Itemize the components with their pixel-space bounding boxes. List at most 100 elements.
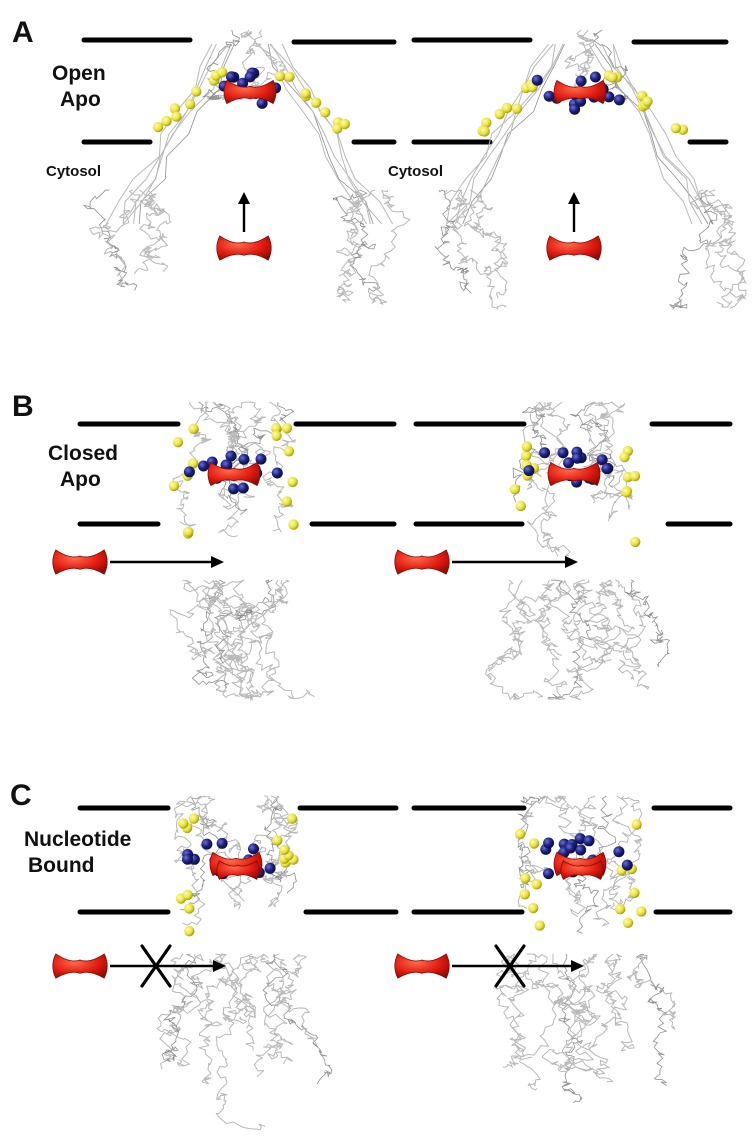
yellow-atom <box>271 430 282 441</box>
backbone-trace <box>591 401 633 522</box>
panel-letter: B <box>12 390 34 423</box>
backbone-trace <box>519 953 564 1091</box>
yellow-atom <box>534 920 545 931</box>
backbone-trace <box>446 43 564 225</box>
backbone-trace <box>598 401 633 510</box>
backbone-trace <box>248 579 315 700</box>
backbone-trace <box>524 953 599 1077</box>
yellow-atom <box>619 451 630 463</box>
backbone-trace <box>122 43 217 225</box>
yellow-atom <box>630 536 641 548</box>
yellow-atom <box>511 103 523 114</box>
backbone-trace <box>133 189 162 275</box>
yellow-atom <box>515 500 526 512</box>
blue-atom <box>589 71 601 83</box>
backbone-trace <box>446 43 550 225</box>
backbone-trace <box>434 189 472 294</box>
backbone-trace <box>368 189 411 305</box>
red-ligand-blob <box>52 953 108 979</box>
state-label-line2: Bound <box>28 854 94 877</box>
backbone-trace <box>694 189 746 302</box>
backbone-trace <box>549 579 594 701</box>
yellow-atom <box>631 819 642 830</box>
blue-atom <box>613 846 625 858</box>
red-ligand-blob <box>207 461 261 487</box>
state-label-line1: Closed <box>48 442 118 465</box>
backbone-trace <box>276 953 318 1046</box>
red-ligand-blob <box>52 549 108 575</box>
yellow-atom <box>191 86 202 97</box>
blue-atom <box>569 103 581 115</box>
blue-atom <box>216 837 228 849</box>
blue-atom <box>563 457 574 469</box>
backbone-trace <box>227 401 267 482</box>
blue-atom <box>226 71 237 83</box>
backbone-trace <box>558 953 584 1104</box>
blue-atom <box>228 483 240 495</box>
backbone-trace <box>197 953 243 1021</box>
yellow-atom <box>281 423 293 434</box>
yellow-atom <box>670 123 681 134</box>
yellow-atom <box>287 476 298 488</box>
state-label-line1: Open <box>52 62 106 85</box>
backbone-trace <box>625 579 670 667</box>
backbone-trace <box>250 579 288 698</box>
yellow-atom <box>320 107 331 118</box>
backbone-trace <box>205 579 253 698</box>
blue-atom <box>543 868 554 880</box>
blue-atom <box>565 842 576 854</box>
backbone-trace <box>559 953 598 1071</box>
blue-atom <box>601 463 613 475</box>
backbone-trace <box>527 401 571 558</box>
backbone-trace <box>213 579 245 693</box>
backbone-trace <box>232 579 284 699</box>
backbone-trace <box>669 189 718 310</box>
blue-atom <box>574 833 586 845</box>
backbone-trace <box>612 43 714 225</box>
yellow-atom <box>494 108 505 120</box>
backbone-trace <box>604 795 643 913</box>
yellow-atom <box>339 118 350 130</box>
yellow-atom <box>184 926 195 937</box>
yellow-atom <box>283 446 295 457</box>
backbone-trace <box>560 953 601 1026</box>
yellow-atom <box>636 906 647 917</box>
red-ligand-blob <box>216 860 260 880</box>
yellow-atom <box>172 437 184 448</box>
backbone-trace <box>626 953 677 1030</box>
backbone-trace <box>582 953 622 1083</box>
yellow-atom <box>521 441 532 452</box>
backbone-trace <box>281 43 394 225</box>
yellow-atom <box>531 879 542 890</box>
yellow-atom <box>514 828 526 840</box>
backbone-trace <box>191 579 229 689</box>
backbone-trace <box>593 29 629 102</box>
blue-atom <box>201 838 213 850</box>
blue-atom <box>237 77 249 89</box>
backbone-trace <box>601 43 703 225</box>
yellow-atom <box>188 423 199 434</box>
backbone-trace <box>139 189 172 273</box>
blue-atom <box>543 837 555 849</box>
red-ligand-blob <box>547 461 601 487</box>
yellow-atom <box>481 117 492 128</box>
yellow-atom <box>521 450 532 461</box>
yellow-atom <box>184 98 196 110</box>
yellow-atom <box>184 903 195 914</box>
backbone-trace <box>222 953 265 1025</box>
backbone-trace <box>705 189 747 309</box>
backbone-trace <box>469 189 509 299</box>
backbone-trace <box>159 953 194 1070</box>
yellow-atom <box>188 458 199 469</box>
backbone-trace <box>161 953 203 1062</box>
yellow-atom <box>183 526 194 537</box>
backbone-trace <box>89 189 140 288</box>
arrow-head <box>238 192 250 204</box>
backbone-trace <box>122 43 230 225</box>
yellow-atom <box>271 423 282 434</box>
blue-atom <box>248 843 259 855</box>
yellow-atom <box>310 97 322 108</box>
